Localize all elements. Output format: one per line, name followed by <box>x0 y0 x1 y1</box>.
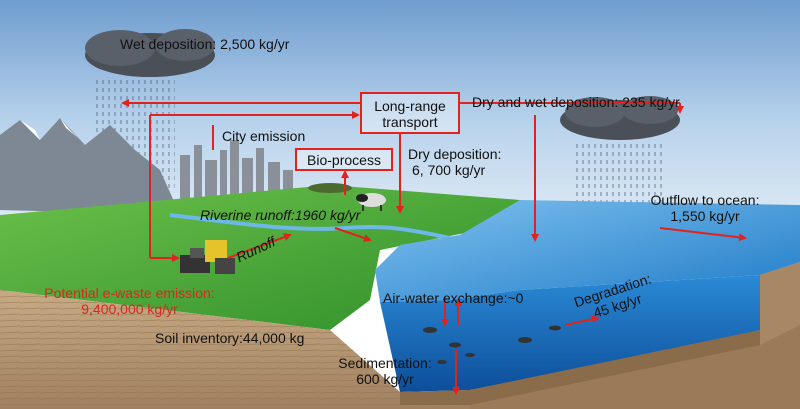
arrow-outflow <box>659 227 747 242</box>
arrow-riverine-runoff <box>334 227 372 242</box>
soil-inventory-label: Soil inventory:44,000 kg <box>155 330 305 346</box>
right-edge <box>760 262 800 345</box>
water-surface <box>375 200 800 302</box>
bio-process-box: Bio-process <box>295 148 393 171</box>
sedimentation-label: Sedimentation: 600 kg/yr <box>330 355 440 387</box>
land-surface <box>0 185 520 330</box>
city-emission-label: City emission <box>222 128 306 144</box>
shrubs <box>308 183 352 193</box>
outflow-line1: Outflow to ocean: <box>650 192 760 208</box>
storm-cloud-right <box>560 96 680 140</box>
arrow-degradation <box>564 315 600 326</box>
e-waste-pile-icon <box>180 240 235 274</box>
dry-deposition-label: Dry deposition: 6, 700 kg/yr <box>408 146 501 178</box>
dry-deposition-line1: Dry deposition: <box>408 146 502 162</box>
fish-icons <box>423 325 561 364</box>
soil-strata <box>0 290 470 409</box>
sedimentation-line1: Sedimentation: <box>338 355 432 371</box>
outflow-label: Outflow to ocean: 1,550 kg/yr <box>640 192 770 224</box>
sedimentation-line2: 600 kg/yr <box>356 371 414 387</box>
air-water-exchange-label: Air-water exchange:~0 <box>383 290 524 306</box>
ewaste-line1: Potential e-waste emission: <box>44 285 215 301</box>
riverine-runoff-label: Riverine runoff:1960 kg/yr <box>200 207 361 223</box>
ewaste-emission-label: Potential e-waste emission: 9,400,000 kg… <box>22 285 237 317</box>
arrow-runoff <box>227 233 292 259</box>
right-soil-face <box>470 262 800 409</box>
dry-deposition-line2: 6, 700 kg/yr <box>412 162 486 178</box>
long-range-line1: Long-range <box>374 98 446 114</box>
long-range-line2: transport <box>382 114 438 130</box>
dry-wet-deposition-label: Dry and wet deposition: 235 kg/yr <box>472 94 680 110</box>
storm-cloud-left <box>85 29 215 77</box>
bio-process-label: Bio-process <box>307 152 381 168</box>
wet-deposition-label: Wet deposition: 2,500 kg/yr <box>120 36 290 52</box>
long-range-transport-box: Long-range transport <box>360 92 460 134</box>
cattle-icon <box>356 193 386 211</box>
flow-arrows <box>121 99 747 395</box>
outflow-line2: 1,550 kg/yr <box>670 208 740 224</box>
water-body <box>380 275 760 392</box>
sediment <box>400 330 760 405</box>
ewaste-line2: 9,400,000 kg/yr <box>81 301 178 317</box>
mountains <box>0 118 180 215</box>
